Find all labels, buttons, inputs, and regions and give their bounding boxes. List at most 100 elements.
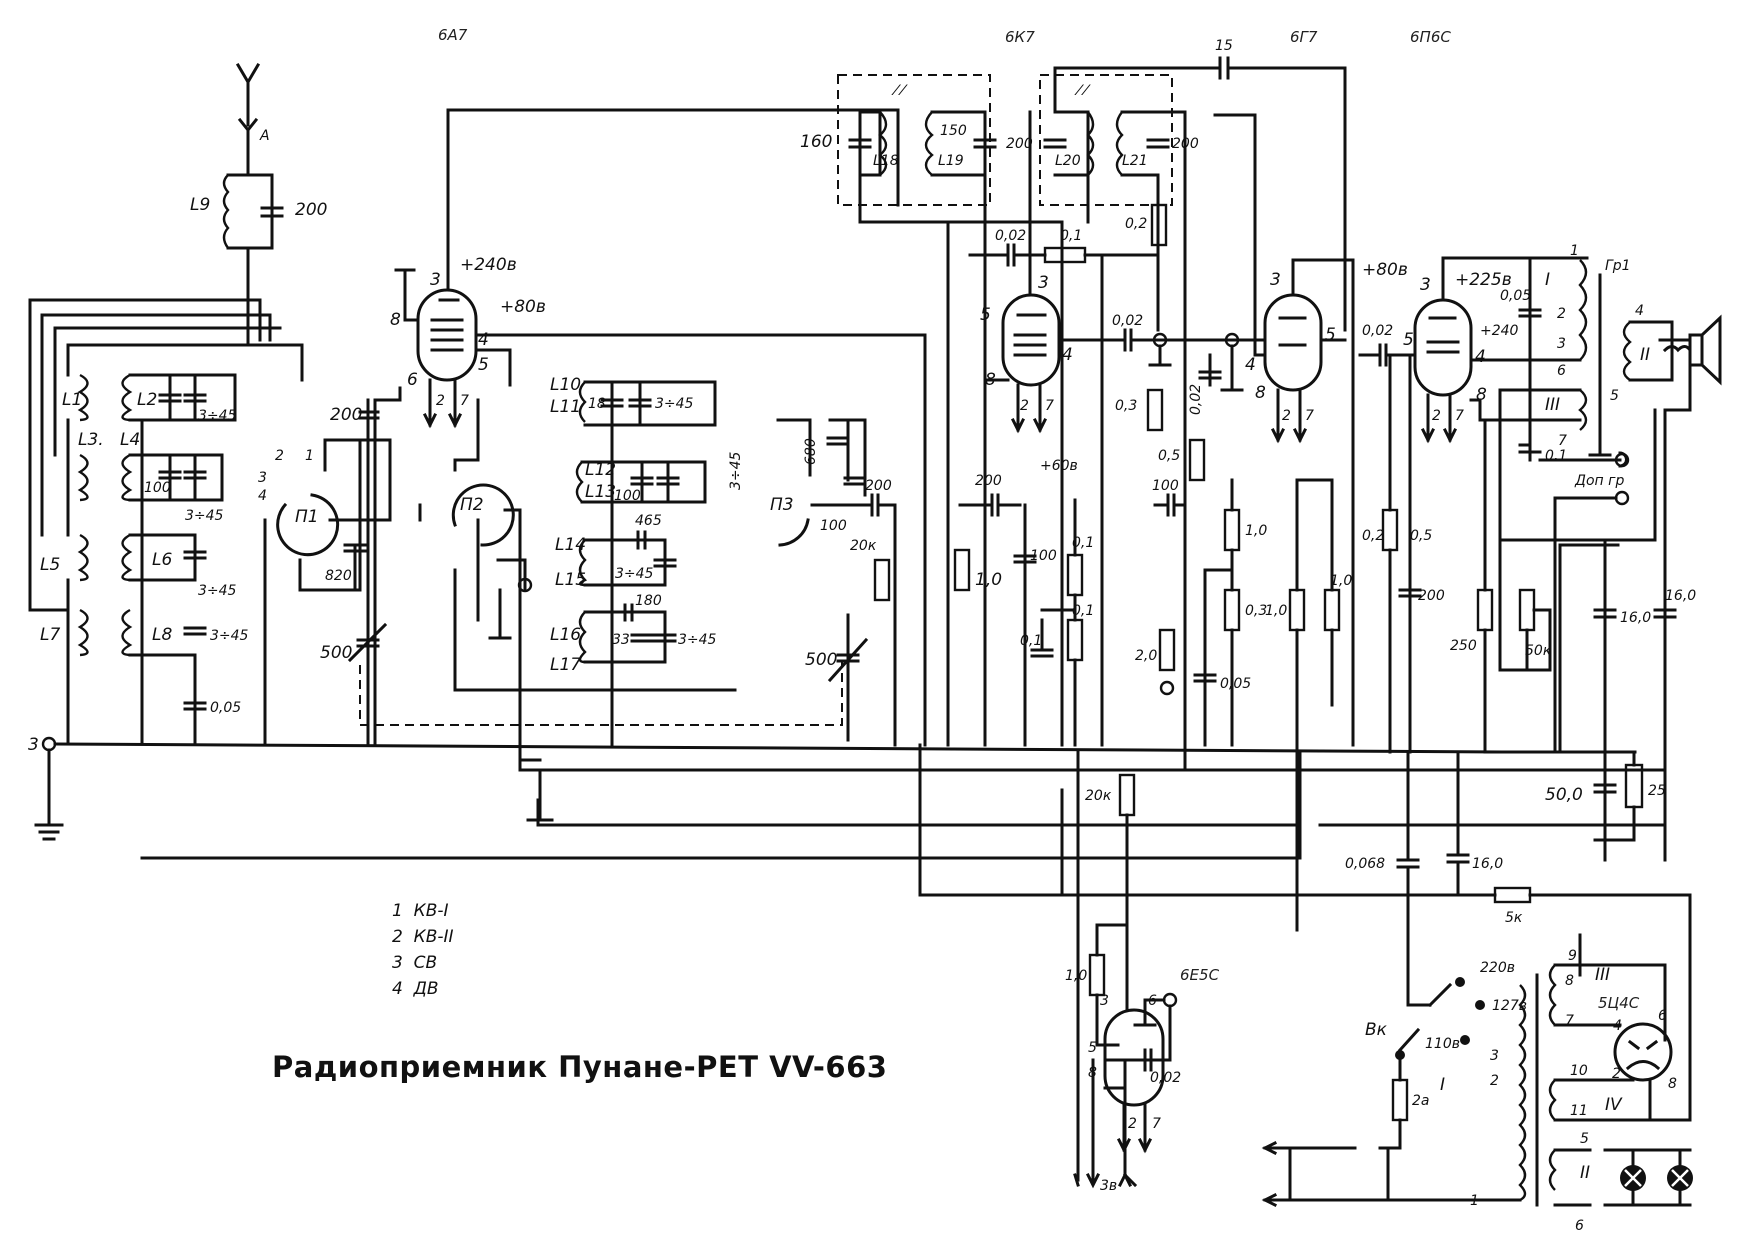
waveband-switch-p1[interactable]: П1 1 2 3 4 820	[258, 438, 392, 747]
potentiometer-icon[interactable]	[1188, 438, 1206, 482]
l19-label: L19	[938, 153, 964, 169]
pin-4: 4	[1062, 345, 1073, 365]
tr-pin-6: 6	[1575, 1218, 1584, 1234]
speaker-ref-label: Гр1	[1605, 258, 1631, 274]
waveband-switch-p3[interactable]: П3 680 200 100 20к 500	[770, 418, 897, 747]
resistor-icon	[873, 558, 891, 602]
r10c-label: 1,0	[1330, 573, 1352, 589]
r01b-label: 0,1	[1072, 535, 1094, 551]
power-switch[interactable]: Вк	[1365, 1020, 1421, 1060]
c100-det-label: 100	[1152, 478, 1179, 494]
r20k-eye-label: 20к	[1085, 788, 1112, 804]
pin-2: 2	[1432, 408, 1441, 424]
c500-filt-label: 50,0	[1545, 785, 1583, 805]
aux-speaker-jack-2[interactable]	[1614, 490, 1630, 506]
tube-envelope	[1103, 1008, 1165, 1107]
mains-220-label: 220в	[1480, 960, 1515, 976]
pin-4: 4	[1475, 347, 1486, 367]
band-legend-row: 3 СВ	[392, 950, 454, 976]
p1-pos-4: 4	[258, 488, 267, 504]
mains-127-label: 127в	[1492, 998, 1527, 1014]
antenna-label: А	[259, 128, 270, 144]
c002-eye-label: 0,02	[1150, 1070, 1181, 1086]
tr-pin-5: 5	[1610, 388, 1619, 404]
input-coils: L1 L2 3÷45 L3. L4 100 3÷45 L5 L6 3÷45 L7…	[28, 298, 304, 746]
tube-6g7: 6Г7 3 5 4 8 +80в 2 7 0,02 0,3 0,5 100 2,…	[1115, 28, 1408, 932]
filter-section: 16,0 16,0 50,0 25	[1115, 408, 1696, 862]
tr-pin-2: 2	[1557, 306, 1566, 322]
pin-3: 3	[1038, 273, 1049, 293]
tr-pin-1: 1	[1570, 243, 1579, 259]
pin-3: 3	[1270, 270, 1281, 290]
aux-speaker-jack-1[interactable]	[1614, 452, 1630, 468]
waveband-switch-p2[interactable]: П2	[418, 398, 737, 762]
r20k-osc-label: 20к	[850, 538, 877, 554]
c005-det-label: 0,05	[1220, 676, 1251, 692]
r03b-label: 0,3	[1245, 603, 1267, 619]
r20-det-label: 2,0	[1135, 648, 1157, 664]
capacitor-icon	[260, 206, 284, 218]
aux-speaker-label: Доп гр	[1574, 473, 1624, 489]
c01b-label: 0,1	[1020, 633, 1042, 649]
l3-label: L3.	[78, 430, 104, 450]
c0068-label: 0,068	[1345, 856, 1385, 872]
c-l16-label: 3÷45	[678, 632, 717, 648]
pin-3: 3	[1420, 275, 1431, 295]
test-point	[1162, 992, 1178, 1008]
voltage-selector-220[interactable]	[1455, 977, 1465, 987]
p1-label: П1	[295, 507, 319, 527]
pin-3: 3	[1100, 993, 1109, 1009]
dial-lamp-2	[1667, 1165, 1693, 1191]
voltage-selector-110[interactable]	[1460, 1035, 1470, 1045]
l15-label: L15	[555, 570, 586, 590]
c33-label: 33	[612, 632, 630, 648]
l6-label: L6	[152, 550, 172, 570]
p2-label: П2	[460, 495, 484, 515]
c100-if-label: 100	[1030, 548, 1057, 564]
voltage-selector-127[interactable]	[1475, 1000, 1485, 1010]
band-name: КВ-I	[413, 901, 449, 921]
tr-pin-7: 7	[1558, 433, 1567, 449]
c160-label: 160	[800, 132, 832, 152]
potentiometer-icon[interactable]	[1518, 588, 1536, 632]
pin-7: 7	[460, 393, 469, 409]
power-switch-label: Вк	[1365, 1020, 1388, 1040]
antenna-icon	[235, 62, 261, 127]
band-legend: 1 КВ-I 2 КВ-II 3 СВ 4 ДВ	[392, 898, 454, 1002]
pin-6: 6	[1658, 1008, 1667, 1024]
r5k-label: 5к	[1505, 910, 1523, 926]
pin-7: 7	[1305, 408, 1314, 424]
dial-lamp-1	[1620, 1165, 1646, 1191]
resistor-icon	[1493, 886, 1532, 904]
l10-label: L10	[550, 375, 581, 395]
winding-iii-psu-label: III	[1595, 965, 1610, 985]
resistor-icon	[1146, 388, 1164, 432]
resistor-icon	[1150, 203, 1168, 247]
c500a-label: 500	[320, 643, 352, 663]
resistor-icon	[1043, 246, 1087, 264]
c15-label: 15	[1215, 38, 1233, 54]
tr-pin-11: 11	[1570, 1103, 1588, 1119]
mains-plug[interactable]	[1261, 1140, 1278, 1208]
p1-pos-1: 1	[305, 448, 314, 464]
fuse-icon	[1391, 1078, 1409, 1122]
ground-terminal[interactable]	[41, 736, 57, 752]
loudspeaker-icon	[1688, 314, 1722, 386]
tube-6a7: 6А7 3 8 6 4 5 +240в +80в 2 7 200 500	[320, 26, 927, 747]
diagram-title: Радиоприемник Пунане-РЕТ VV-663	[272, 1050, 888, 1084]
l5-label: L5	[40, 555, 60, 575]
tube-6e5s-label: 6Е5С	[1180, 966, 1220, 984]
resistor-icon	[1381, 508, 1399, 552]
capacitor-icon	[158, 393, 207, 403]
pin-2: 2	[1128, 1116, 1137, 1132]
pin-5: 5	[1088, 1040, 1097, 1056]
c200-grid-label: 200	[330, 405, 362, 425]
inductor-l9	[222, 174, 230, 249]
tube-6g7-label: 6Г7	[1290, 28, 1318, 46]
voltage-240: +240в	[460, 255, 517, 275]
c002d-label: 0,02	[1362, 323, 1393, 339]
interconnect-wires	[140, 743, 1302, 1187]
c-l4-label: 3÷45	[185, 508, 224, 524]
pin-7: 7	[1045, 398, 1054, 414]
